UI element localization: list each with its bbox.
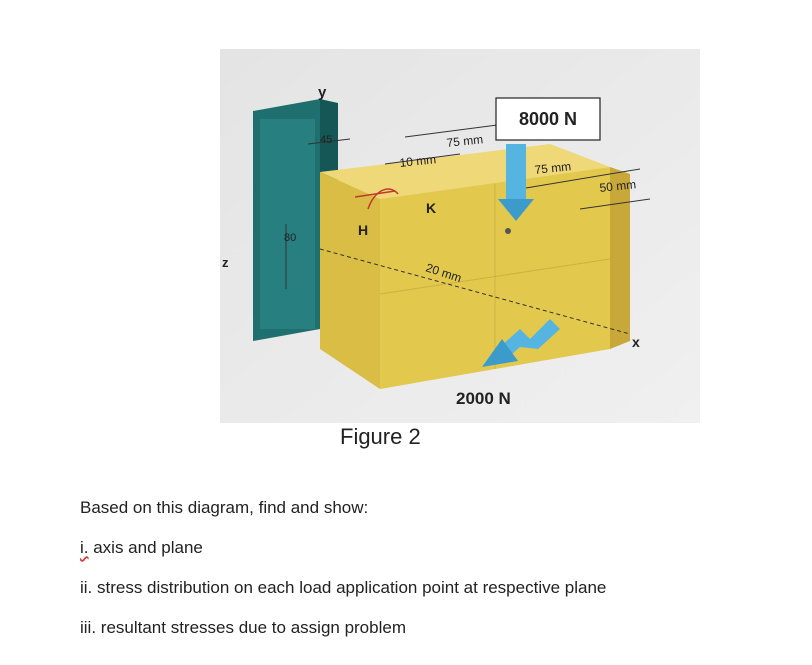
axis-x-label: x xyxy=(632,334,640,350)
point-h-label: H xyxy=(358,222,368,238)
load-point-top xyxy=(505,228,511,234)
figure-caption: Figure 2 xyxy=(340,424,421,449)
dim-80: 80 xyxy=(284,232,296,244)
section-marker xyxy=(354,190,396,198)
load-arrow-side xyxy=(482,319,560,367)
load-arrow-top xyxy=(498,144,534,221)
question-item-ii: ii. stress distribution on each load app… xyxy=(80,578,607,597)
figure-image: 8000 N 2000 N 75 mm 75 mm 10 mm 50 mm 20… xyxy=(220,49,700,423)
dim-10: 10 mm xyxy=(399,152,437,170)
dim-75-mid: 75 mm xyxy=(534,159,572,177)
x-axis-line xyxy=(319,248,631,335)
support-wall xyxy=(253,99,338,341)
dim-45: 45 xyxy=(320,134,332,146)
question-intro: Based on this diagram, find and show: xyxy=(80,498,369,517)
axis-y-label: y xyxy=(318,84,327,101)
dimension-lines xyxy=(285,123,651,289)
question-item-iii: iii. resultant stresses due to assign pr… xyxy=(80,618,406,637)
question-item-i-text: axis and plane xyxy=(88,538,203,557)
question-item-i: i. axis and plane xyxy=(80,538,203,558)
dim-75-top: 75 mm xyxy=(446,132,484,150)
axis-z-label: z xyxy=(222,255,229,270)
load-top-label: 8000 N xyxy=(519,109,577,129)
question-item-i-marker: i. xyxy=(80,538,89,557)
beam-block xyxy=(320,144,630,389)
point-k-label: K xyxy=(426,200,436,216)
load-top-label-box xyxy=(495,97,601,141)
load-side-label: 2000 N xyxy=(456,389,511,408)
dim-50: 50 mm xyxy=(599,177,637,195)
